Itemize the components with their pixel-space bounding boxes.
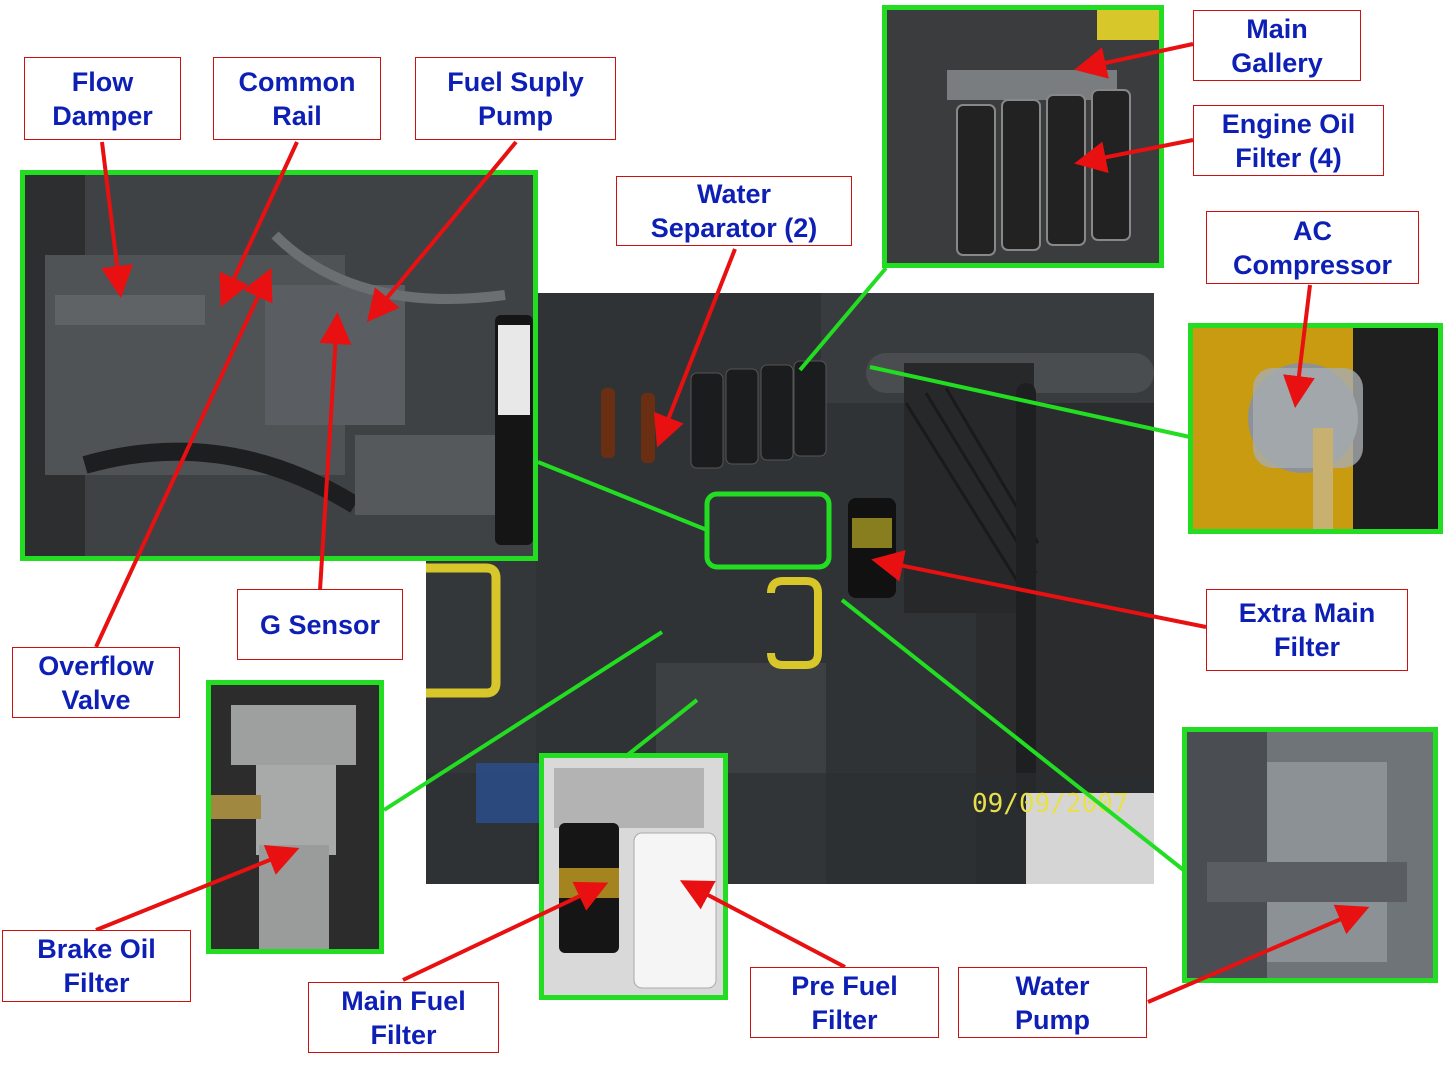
arrow-ac-compressor — [1283, 284, 1315, 408]
label-engine-oil-filter-line1: Engine Oil — [1221, 108, 1356, 139]
arrow-main-gallery — [1074, 42, 1194, 79]
label-ac-compressor-line2: Compressor — [1232, 249, 1393, 280]
label-g-sensor-line1: G Sensor — [259, 609, 381, 640]
arrow-brake-oil-filter — [95, 845, 300, 932]
label-fuel-supply-pump-line1: Fuel Suply — [447, 66, 584, 97]
label-extra-main-filter-line2: Filter — [1273, 632, 1340, 662]
label-extra-main-filter-line1: Extra Main — [1238, 598, 1376, 628]
arrow-extra-main-filter — [871, 550, 1207, 629]
label-brake-oil-filter-line2: Filter — [63, 968, 130, 998]
inset-engine-oil-filters — [882, 5, 1164, 268]
label-water-pump-line2: Pump — [1014, 1004, 1090, 1035]
label-g-sensor: G Sensor — [237, 589, 403, 660]
arrow-overflow-valve — [94, 267, 273, 648]
label-common-rail-line2: Rail — [272, 100, 322, 131]
label-water-pump-line1: Water — [1015, 970, 1090, 1001]
arrow-water-pump — [1147, 904, 1370, 1004]
arrow-flow-damper — [100, 141, 133, 298]
label-common-rail-line1: Common — [238, 66, 356, 97]
arrow-main-fuel-filter — [402, 881, 609, 982]
arrow-fuel-supply-pump — [366, 140, 518, 323]
label-water-separator-line2: Separator (2) — [650, 213, 818, 243]
label-main-fuel-filter-line1: Main Fuel — [341, 985, 466, 1016]
label-engine-oil-filter-line2: Filter (4) — [1235, 142, 1342, 173]
connector-engine-inset — [537, 460, 708, 532]
label-main-gallery-line1: Main — [1246, 13, 1308, 44]
arrow-pre-fuel-filter — [679, 880, 846, 969]
label-pre-fuel-filter-line2: Filter — [811, 1004, 878, 1035]
label-ac-compressor-line1: AC — [1292, 215, 1332, 246]
arrow-g-sensor — [318, 312, 352, 591]
arrow-water-separator — [653, 248, 737, 448]
arrow-engine-oil-filter — [1074, 138, 1194, 174]
inset-ac-compressor — [1188, 323, 1443, 534]
label-overflow-valve-line2: Valve — [61, 684, 131, 715]
ecu-highlight-box — [704, 491, 832, 570]
connector-fuel-inset — [623, 698, 699, 759]
label-main-fuel-filter-line2: Filter — [370, 1019, 437, 1050]
connector-brake-inset — [382, 630, 664, 812]
connector-oil-filter-inset — [798, 266, 888, 372]
label-flow-damper-line2: Damper — [52, 100, 153, 131]
label-pre-fuel-filter-line1: Pre Fuel — [791, 970, 898, 1001]
label-water-separator-line1: Water — [696, 179, 771, 209]
inset-water-pump — [1182, 727, 1438, 983]
label-flow-damper-line1: Flow — [71, 66, 134, 97]
connector-water-pump-inset — [840, 598, 1188, 874]
inset-brake-oil-filter — [206, 680, 384, 954]
label-overflow-valve-line1: Overflow — [38, 650, 154, 681]
label-main-gallery-line2: Gallery — [1231, 47, 1323, 78]
inset-engine-fuel-system — [20, 170, 538, 561]
inset-fuel-filters — [539, 753, 728, 1000]
connector-ac-inset — [869, 365, 1191, 439]
arrow-common-rail — [219, 141, 299, 308]
label-fuel-supply-pump-line2: Pump — [477, 100, 553, 131]
label-brake-oil-filter-line1: Brake Oil — [37, 934, 156, 964]
